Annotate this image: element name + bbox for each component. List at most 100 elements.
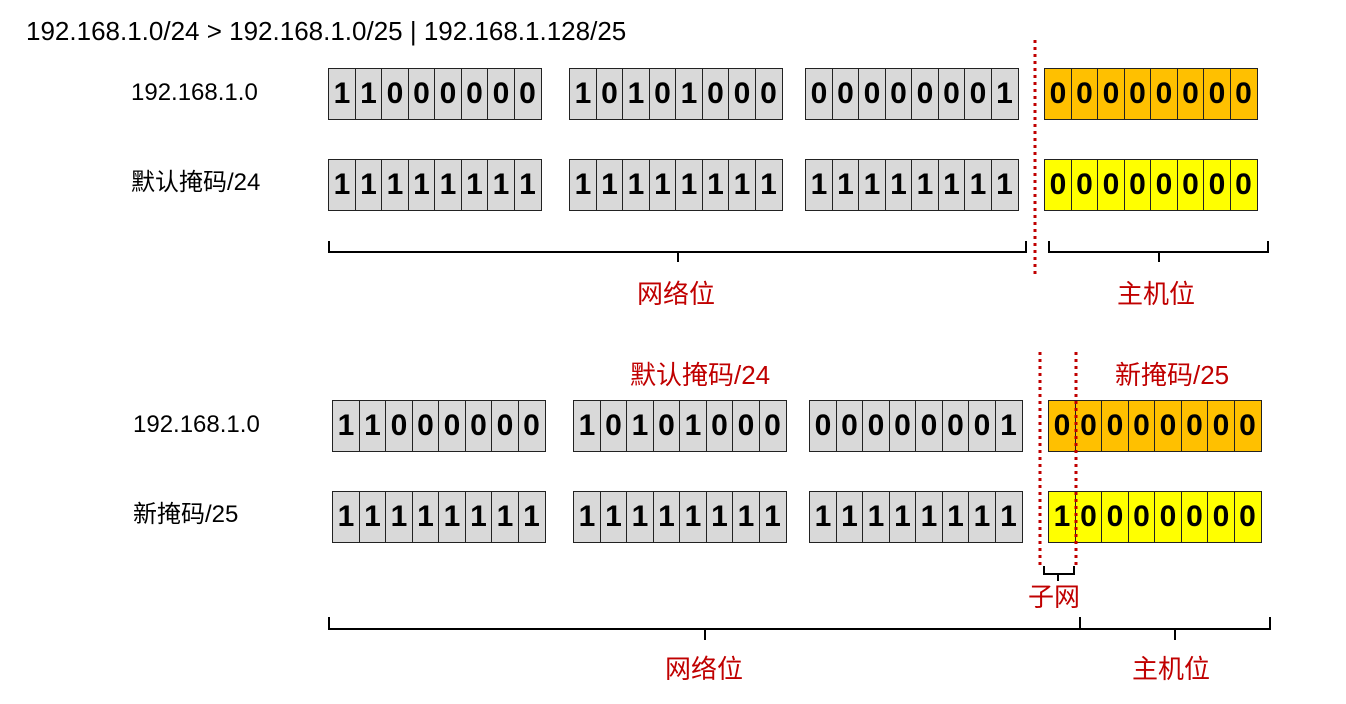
bit-cell: 1 xyxy=(675,159,703,211)
bit-cell: 1 xyxy=(491,491,519,543)
bit-cell: 0 xyxy=(1180,400,1209,452)
bit-cell: 0 xyxy=(1207,400,1235,452)
bit-cell: 1 xyxy=(937,159,966,211)
bit-cell: 1 xyxy=(354,68,383,120)
bit-cell: 1 xyxy=(701,159,730,211)
bit-cell: 0 xyxy=(754,68,783,120)
s1-row-label-mask: 默认掩码/24 xyxy=(131,169,261,196)
s2-host-brace xyxy=(1079,617,1271,640)
s2-network-bits-label: 网络位 xyxy=(665,654,744,684)
bit-cell: 0 xyxy=(888,400,917,452)
bit-cell: 1 xyxy=(381,159,409,211)
bit-cell: 0 xyxy=(1048,400,1076,452)
s2-host-bits-label: 主机位 xyxy=(1132,654,1211,684)
bit-cell: 0 xyxy=(407,68,436,120)
bit-cell: 0 xyxy=(1070,68,1099,120)
bit-cell: 1 xyxy=(915,491,943,543)
bit-cell: 1 xyxy=(569,68,597,120)
s1-host-bits-label: 主机位 xyxy=(1117,279,1196,309)
bit-cell: 1 xyxy=(626,491,654,543)
bit-cell: 1 xyxy=(599,491,628,543)
bit-cell: 0 xyxy=(385,400,413,452)
bit-cell: 0 xyxy=(1044,68,1072,120)
bit-cell: 0 xyxy=(915,400,943,452)
bit-cell: 1 xyxy=(862,491,890,543)
bit-cell: 0 xyxy=(1097,68,1125,120)
bit-cell: 1 xyxy=(438,491,466,543)
bit-cell: 0 xyxy=(652,400,681,452)
bit-cell: 0 xyxy=(835,400,864,452)
bit-cell: 1 xyxy=(354,159,383,211)
bit-cell: 1 xyxy=(385,491,413,543)
bit-cell: 1 xyxy=(569,159,597,211)
bit-cell: 1 xyxy=(990,68,1019,120)
bit-cell: 0 xyxy=(1176,159,1205,211)
bit-cell: 0 xyxy=(599,400,628,452)
bit-cell: 1 xyxy=(648,159,677,211)
bit-cell: 0 xyxy=(1203,68,1231,120)
bit-cell: 1 xyxy=(994,400,1023,452)
bit-cell: 1 xyxy=(517,491,546,543)
bit-cell: 0 xyxy=(701,68,730,120)
bit-cell: 0 xyxy=(438,400,466,452)
bit-cell: 1 xyxy=(941,491,970,543)
bit-cell: 1 xyxy=(1048,491,1076,543)
bit-cell: 0 xyxy=(911,68,939,120)
bit-cell: 0 xyxy=(517,400,546,452)
bit-cell: 0 xyxy=(1176,68,1205,120)
s2-subnet-bit-label: 子网 xyxy=(1028,582,1081,612)
bit-cell: 1 xyxy=(358,400,387,452)
bit-cell: 1 xyxy=(622,68,650,120)
bit-cell: 0 xyxy=(1101,491,1129,543)
bit-cell: 0 xyxy=(831,68,860,120)
bit-cell: 0 xyxy=(728,68,756,120)
bit-cell: 0 xyxy=(1233,491,1262,543)
s1-row-label-ip: 192.168.1.0 xyxy=(131,79,258,106)
bit-cell: 1 xyxy=(332,491,360,543)
bit-cell: 0 xyxy=(809,400,837,452)
bit-cell: 0 xyxy=(1203,159,1231,211)
bit-cell: 1 xyxy=(487,159,515,211)
bit-cell: 0 xyxy=(1127,491,1156,543)
bit-cell: 0 xyxy=(884,68,913,120)
bit-cell: 1 xyxy=(888,491,917,543)
bit-cell: 1 xyxy=(728,159,756,211)
bit-cell: 0 xyxy=(937,68,966,120)
bit-cell: 0 xyxy=(1123,159,1152,211)
bit-cell: 0 xyxy=(487,68,515,120)
bit-cell: 0 xyxy=(862,400,890,452)
bit-cell: 0 xyxy=(1207,491,1235,543)
bit-cell: 1 xyxy=(411,491,440,543)
bit-cell: 0 xyxy=(1229,68,1258,120)
bit-cell: 1 xyxy=(513,159,542,211)
bit-cell: 0 xyxy=(1150,159,1178,211)
bit-cell: 1 xyxy=(573,400,601,452)
page-title: 192.168.1.0/24 > 192.168.1.0/25 | 192.16… xyxy=(26,16,627,46)
bit-cell: 0 xyxy=(1154,400,1182,452)
bit-cell: 0 xyxy=(1044,159,1072,211)
bit-cell: 1 xyxy=(732,491,760,543)
bit-cell: 0 xyxy=(1154,491,1182,543)
bit-cell: 1 xyxy=(754,159,783,211)
s1-network-bits-label: 网络位 xyxy=(637,279,716,309)
bit-cell: 0 xyxy=(968,400,996,452)
bit-cell: 1 xyxy=(679,400,707,452)
s2-row-label-mask: 新掩码/25 xyxy=(133,501,239,528)
s2-subnet-brace xyxy=(1043,566,1075,581)
bit-cell: 1 xyxy=(652,491,681,543)
s2-new-mask-label: 新掩码/25 xyxy=(1115,360,1230,390)
bit-cell: 1 xyxy=(964,159,992,211)
bit-cell: 1 xyxy=(858,159,886,211)
bit-cell: 0 xyxy=(464,400,493,452)
